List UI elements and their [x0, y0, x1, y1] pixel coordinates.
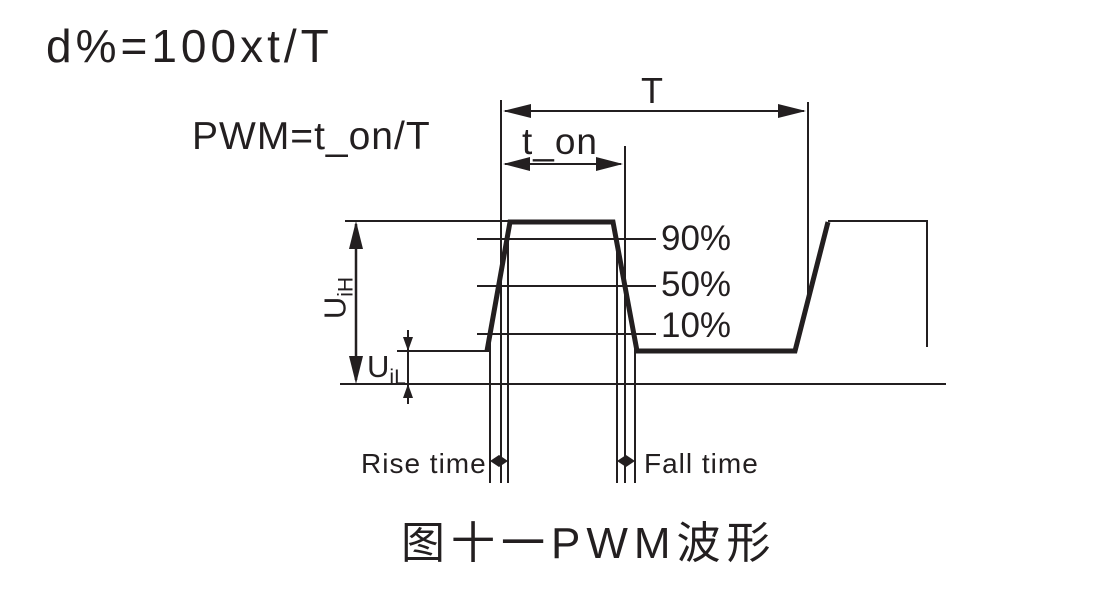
duty-cycle-formula: d%=100xt/T — [46, 20, 333, 72]
fall-time-arrow-icon — [617, 455, 635, 467]
pwm-pulse-waveform-path — [484, 219, 831, 354]
on-time-label: t_on — [522, 121, 599, 162]
uil-label-subscript: iL — [389, 366, 406, 390]
uih-label: UiH — [317, 276, 358, 320]
period-arrowhead-right-icon — [778, 104, 806, 118]
uih-arrowhead-down-icon — [349, 356, 363, 384]
uih-label-subscript: iH — [334, 276, 358, 297]
uih-arrowhead-up-icon — [349, 221, 363, 249]
rise-time-label: Rise time — [361, 448, 487, 479]
rise-time-arrow-icon — [490, 455, 508, 467]
uil-label-base: U — [367, 349, 390, 384]
pwm-formula: PWM=t_on/T — [192, 115, 431, 158]
level-90-label: 90% — [661, 219, 732, 258]
uih-label-base: U — [317, 296, 353, 320]
on-time-arrowhead-right-icon — [596, 157, 623, 171]
fall-time-label: Fall time — [644, 448, 759, 479]
level-10-label: 10% — [661, 306, 732, 345]
period-arrowhead-left-icon — [503, 104, 531, 118]
figure-caption: 图十一PWM波形 — [401, 519, 777, 568]
on-time-arrowhead-left-icon — [503, 157, 530, 171]
level-50-label: 50% — [661, 265, 732, 304]
period-label: T — [641, 70, 663, 111]
uil-label: UiL — [367, 349, 406, 390]
second-pulse-top-path — [828, 220, 928, 347]
uil-arrowhead-up-icon — [403, 384, 413, 398]
uil-arrowhead-down-icon — [403, 337, 413, 351]
